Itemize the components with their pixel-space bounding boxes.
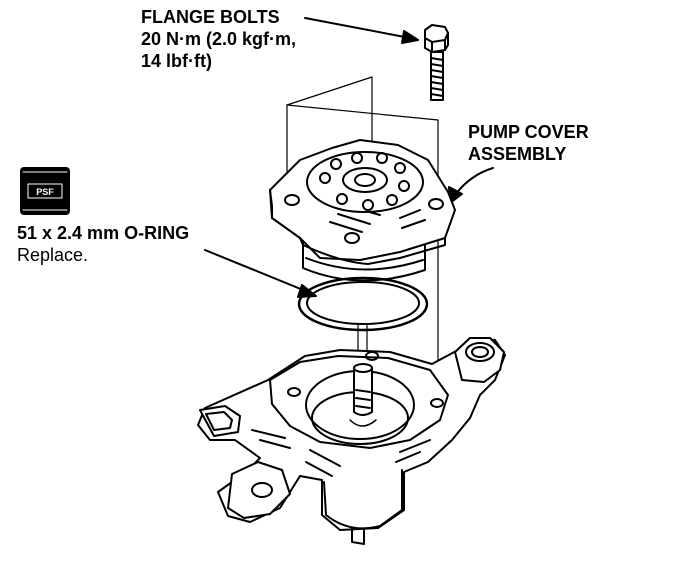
flange-bolts-leader: [304, 17, 411, 39]
o-ring-instruction: Replace.: [17, 245, 89, 265]
psf-fluid-icon: PSF: [20, 167, 70, 215]
psf-icon-text: PSF: [36, 187, 54, 197]
pump-cover-callout: PUMP COVER ASSEMBLY: [468, 121, 589, 165]
o-ring-callout: 51 x 2.4 mm O-RING Replace.: [17, 222, 189, 266]
flange-bolts-torque-imperial: 14 lbf·ft): [141, 51, 212, 71]
pump-cover-assembly: [269, 139, 456, 282]
o-ring: [297, 276, 429, 332]
flange-bolts-label: FLANGE BOLTS: [141, 7, 280, 27]
flange-bolts-torque: 20 N·m (2.0 kgf·m,: [141, 29, 297, 49]
pump-housing: [197, 337, 506, 545]
flange-bolts-arrowhead: [401, 30, 419, 44]
o-ring-leader: [204, 249, 309, 293]
flange-bolts-callout: FLANGE BOLTS 20 N·m (2.0 kgf·m, 14 lbf·f…: [141, 6, 296, 72]
flange-bolt: [424, 24, 449, 101]
pump-cover-leader: [454, 167, 494, 196]
pump-cover-label-line1: PUMP COVER: [468, 122, 589, 142]
o-ring-label: 51 x 2.4 mm O-RING: [17, 223, 190, 243]
pump-cover-label-line2: ASSEMBLY: [468, 144, 567, 164]
